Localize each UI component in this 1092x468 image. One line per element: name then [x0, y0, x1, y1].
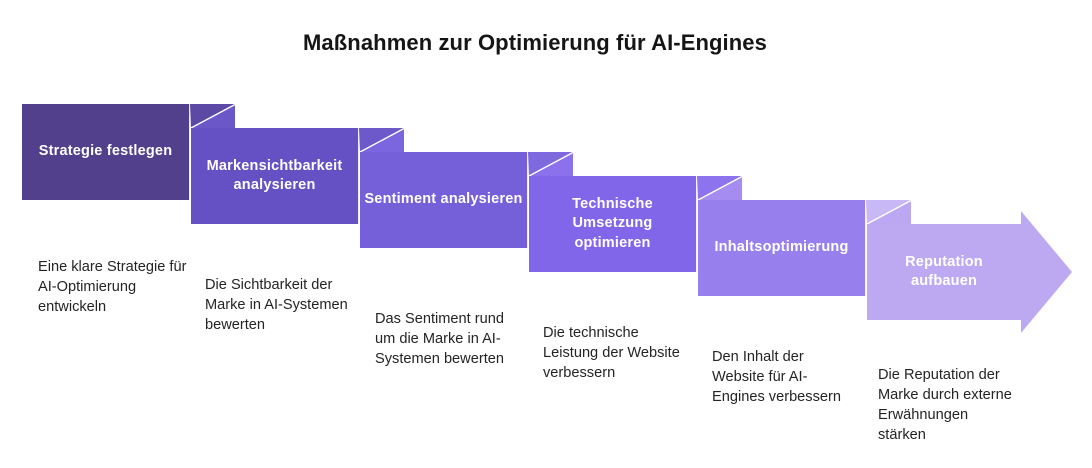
- fold-crease: [866, 199, 912, 225]
- arrow-step-shape: [867, 211, 1072, 333]
- step-label: Markensichtbarkeit analysieren: [206, 157, 343, 193]
- step-box-1: Strategie festlegen: [22, 104, 190, 200]
- step-description: Die Sichtbarkeit der Marke in AI-Systeme…: [205, 277, 348, 333]
- step-description: Die technische Leistung der Website verb…: [543, 325, 680, 381]
- fold-connector: [528, 151, 574, 177]
- step-description: Das Sentiment rund um die Marke in AI-Sy…: [375, 311, 504, 367]
- fold-crease: [359, 127, 405, 153]
- step-description: Den Inhalt der Website für AI-Engines ve…: [712, 349, 841, 405]
- step-description: Eine klare Strategie für AI-Optimierung …: [38, 259, 187, 315]
- step-description: Die Reputation der Marke durch externe E…: [878, 367, 1012, 443]
- step-box-4: Technische Umsetzung optimieren: [529, 176, 697, 272]
- step-label: Strategie festlegen: [38, 143, 173, 160]
- fold-crease: [190, 103, 236, 129]
- fold-connector: [866, 199, 912, 225]
- step-label: Reputation aufbauen: [905, 253, 983, 289]
- step-box-2: Markensichtbarkeit analysieren: [191, 128, 359, 224]
- step-label: Sentiment analysieren: [364, 191, 523, 208]
- step-box-3: Sentiment analysieren: [360, 152, 528, 248]
- step-label: Technische Umsetzung optimieren: [572, 196, 653, 251]
- arrow-polygon: [867, 211, 1072, 333]
- fold-connector: [190, 103, 236, 129]
- fold-connector: [697, 175, 743, 201]
- diagram-title: Maßnahmen zur Optimierung für AI-Engines: [303, 30, 767, 55]
- step-label: Inhaltsoptimierung: [714, 239, 849, 256]
- step-box-6: Reputation aufbauen: [867, 224, 1021, 320]
- fold-crease: [697, 175, 743, 201]
- fold-crease: [528, 151, 574, 177]
- step-box-5: Inhaltsoptimierung: [698, 200, 866, 296]
- fold-connector: [359, 127, 405, 153]
